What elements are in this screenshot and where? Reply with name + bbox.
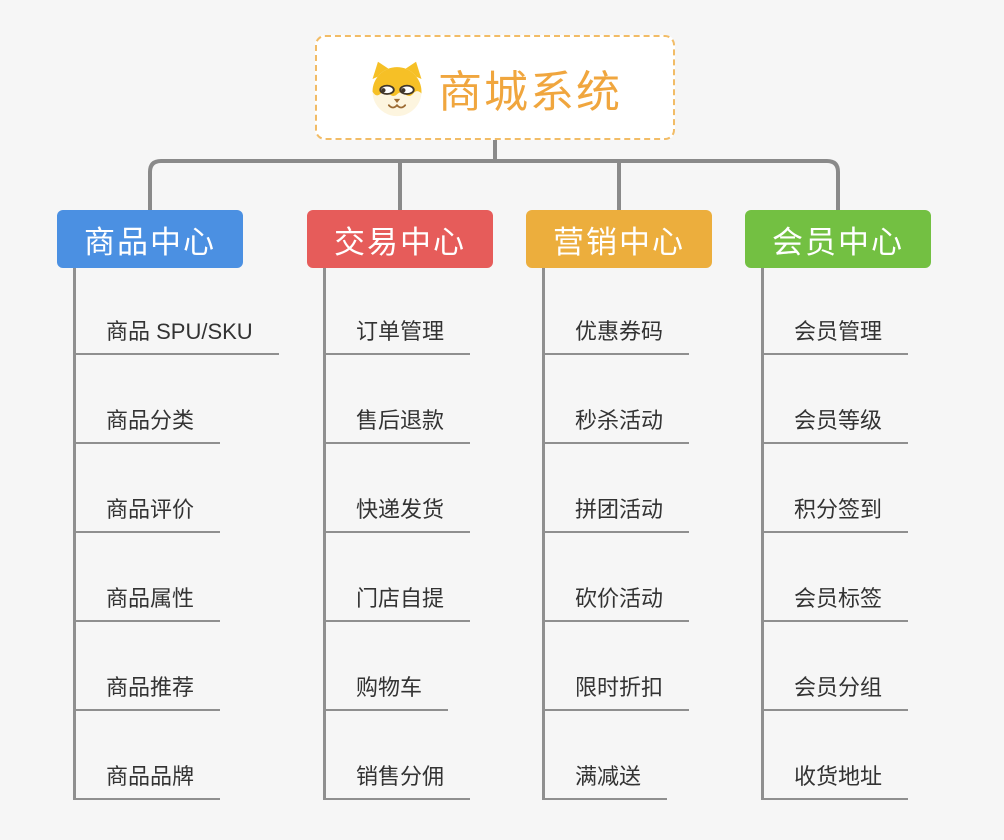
root-title: 商城系统 [438,67,622,117]
branch-node-product-center[interactable]: 商品中心 [57,210,243,268]
branch-node-trade-center[interactable]: 交易中心 [307,210,493,268]
shiba-dog-icon [372,61,422,116]
leaf-topic[interactable]: 会员分组 [761,675,909,711]
leaf-topic[interactable]: 购物车 [323,675,449,711]
leaf-topic[interactable]: 商品品牌 [73,764,221,800]
leaf-topic[interactable]: 订单管理 [323,319,471,355]
leaf-topic[interactable]: 门店自提 [323,586,471,622]
leaf-topic[interactable]: 优惠券码 [542,319,690,355]
connector-path [148,138,840,212]
leaf-topic[interactable]: 砍价活动 [542,586,690,622]
leaf-topic[interactable]: 商品推荐 [73,675,221,711]
leaf-topic[interactable]: 会员等级 [761,408,909,444]
leaf-topic[interactable]: 商品评价 [73,497,221,533]
branch-trunk-line [761,268,764,800]
leaf-topic[interactable]: 商品 SPU/SKU [73,319,279,355]
branch-product-center: 商品中心 商品 SPU/SKU 商品分类 商品评价 商品属性 商品推荐 商品品牌 [57,210,307,810]
leaf-topic[interactable]: 销售分佣 [323,764,471,800]
branch-member-center: 会员中心 会员管理 会员等级 积分签到 会员标签 会员分组 收货地址 [745,210,995,810]
branch-marketing-center: 营销中心 优惠券码 秒杀活动 拼团活动 砍价活动 限时折扣 满减送 [526,210,776,810]
root-node[interactable]: 商城系统 [315,35,675,140]
leaf-topic[interactable]: 售后退款 [323,408,471,444]
branch-node-member-center[interactable]: 会员中心 [745,210,931,268]
leaf-topic[interactable]: 会员管理 [761,319,909,355]
branch-node-marketing-center[interactable]: 营销中心 [526,210,712,268]
leaf-topic[interactable]: 快递发货 [323,497,471,533]
leaf-topic[interactable]: 秒杀活动 [542,408,690,444]
leaf-topic[interactable]: 限时折扣 [542,675,690,711]
leaf-topic[interactable]: 收货地址 [761,764,909,800]
leaf-topic[interactable]: 满减送 [542,764,668,800]
leaf-topic[interactable]: 商品分类 [73,408,221,444]
branch-trade-center: 交易中心 订单管理 售后退款 快递发货 门店自提 购物车 销售分佣 [307,210,557,810]
branch-trunk-line [73,268,76,800]
branch-trunk-line [542,268,545,800]
leaf-topic[interactable]: 拼团活动 [542,497,690,533]
branch-trunk-line [323,268,326,800]
leaf-topic[interactable]: 商品属性 [73,586,221,622]
leaf-topic[interactable]: 积分签到 [761,497,909,533]
leaf-topic[interactable]: 会员标签 [761,586,909,622]
